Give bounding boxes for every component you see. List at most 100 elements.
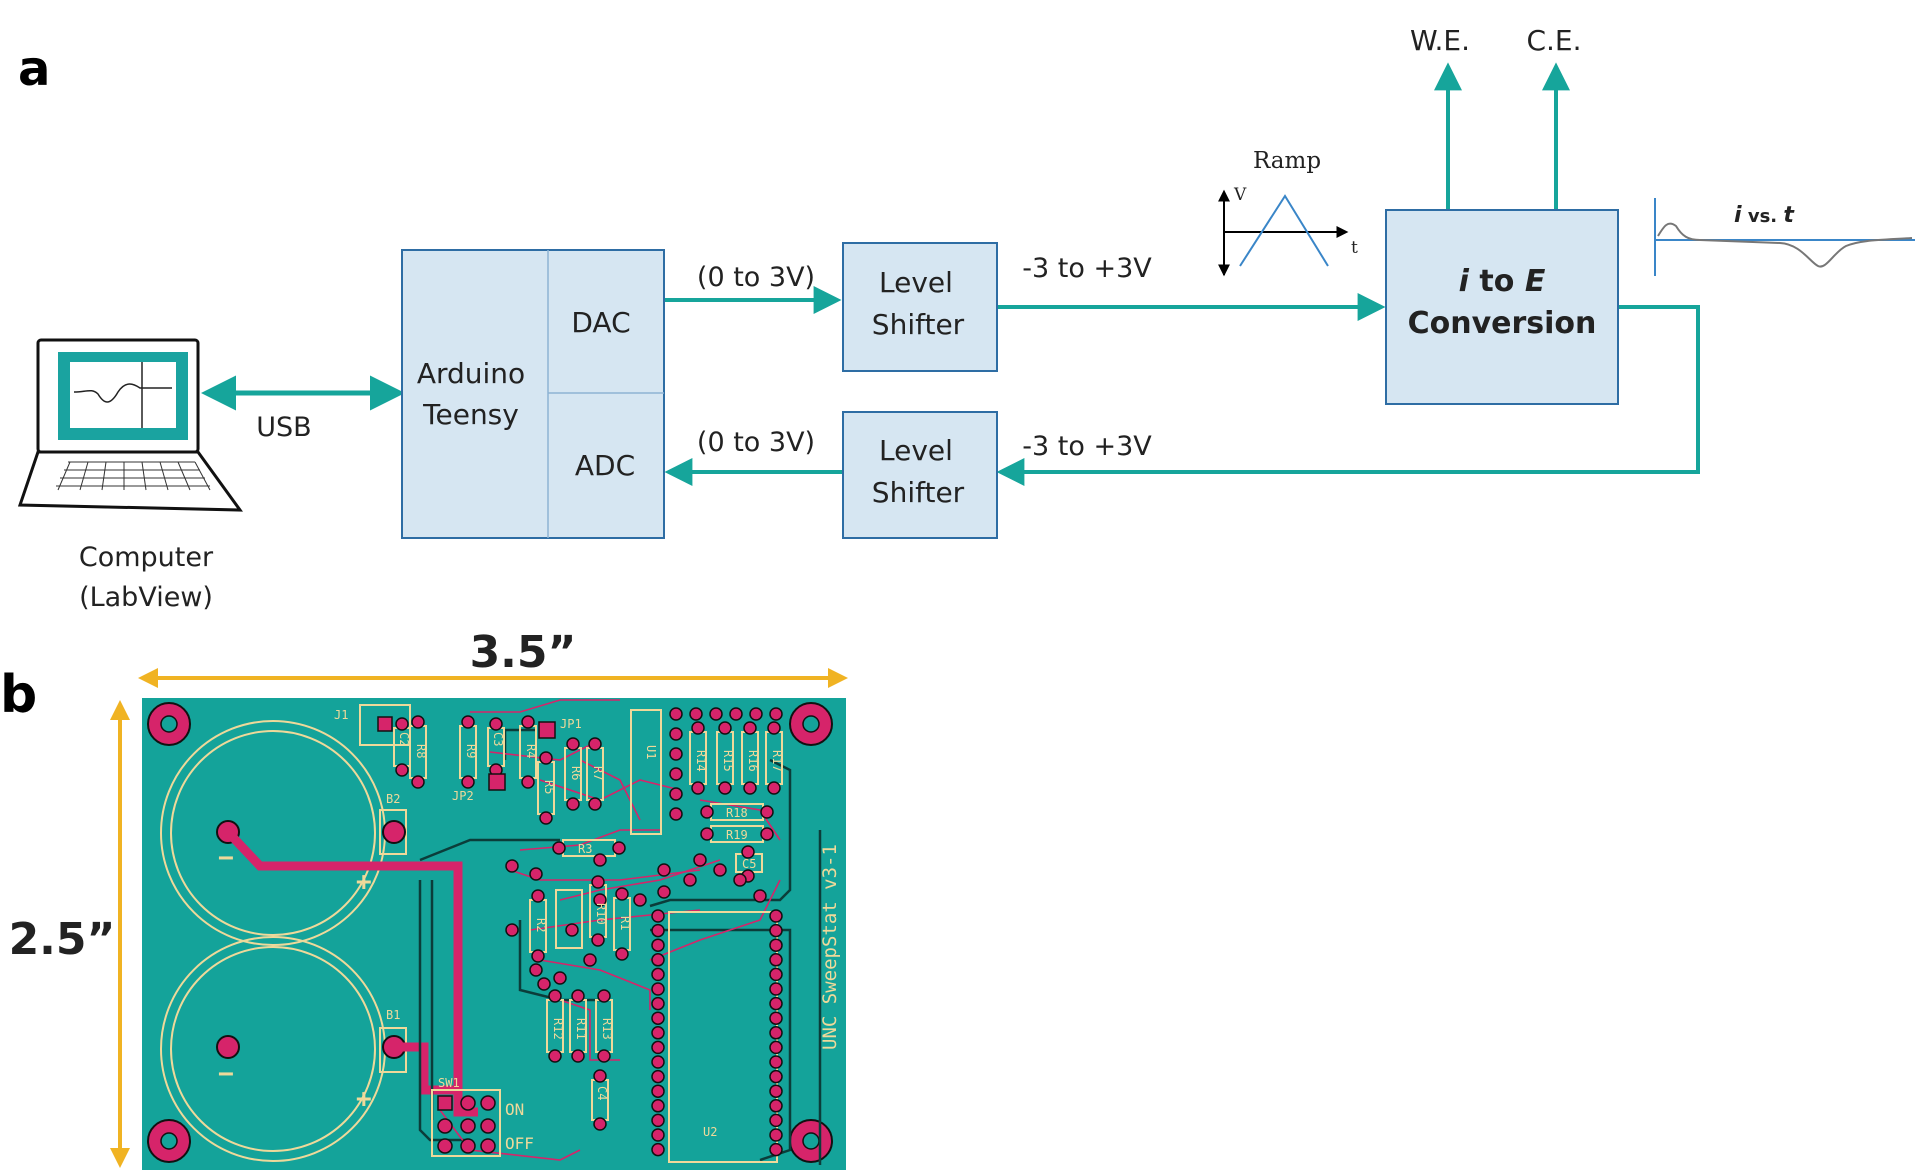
header-pad [729,707,743,721]
u2-pad-left [651,1026,665,1040]
component-pad [583,953,597,967]
panel-b: b 3.5” 2.5” [0,627,848,1170]
silk-ref-r2: R2 [534,918,548,932]
component-pad [593,1117,607,1131]
component-pad [760,827,774,841]
converter-i: i [1459,264,1470,299]
u2-pad-left [651,1055,665,1069]
ramp-waveform-icon [1218,189,1349,277]
u2-pad-right [769,923,783,938]
arduino-teensy-block [401,249,665,539]
pcb-board: J1 JP1 JP2 B2 B1 U1 U2 SW1 ON OFF UNC Sw… [142,698,846,1170]
u2-pad-right [769,1069,783,1084]
component-pad [531,949,545,963]
header-pad [769,707,783,721]
i-to-e-conversion-block [1385,209,1619,405]
silk-ref-c2: C2 [397,732,411,746]
silk-ref-r7: R7 [591,766,605,780]
converter-title-line2: Conversion [1408,306,1597,341]
silk-ref-r10: R10 [594,903,608,925]
u2-pad-left [651,982,665,996]
bipolar-out-label: -3 to +3V [1022,253,1152,284]
converter-to: to [1469,264,1525,299]
component-pad [700,827,714,841]
silk-ref-r8: R8 [414,744,428,758]
component-pad [691,781,705,795]
silk-ref-r5: R5 [542,780,556,794]
component-pad [531,889,545,903]
u2-pad-left [651,1084,665,1098]
component-pad [718,781,732,795]
ramp-title: Ramp [1253,148,1321,174]
silk-board-name: UNC SweepStat v3-1 [819,844,841,1050]
u2-pad-left [651,1128,665,1142]
header-pad [669,747,683,761]
level-shifter-bottom-line2: Shifter [872,476,965,509]
ce-label: C.E. [1526,24,1581,57]
u2-pad-right [769,953,783,967]
level-shifter-top [842,242,998,372]
component-pad [743,781,757,795]
u2-pad-left [651,967,665,982]
component-pad [691,721,705,735]
u2-pad-left [651,909,665,923]
u2-pad-right [769,909,783,923]
silk-ref-r4: R4 [524,744,538,758]
u2-pad-left [651,1142,665,1157]
bipolar-in-label: -3 to +3V [1022,431,1152,462]
u2-pad-left [651,938,665,952]
u1-outline [630,709,662,835]
component-pad [571,989,585,1003]
silk-ref-r18: R18 [726,806,748,820]
u2-pad-right [769,1142,783,1157]
ivst-i: i [1734,203,1742,228]
component-pad [548,1049,562,1063]
silk-sw1: SW1 [438,1076,460,1090]
component-pad [683,873,697,887]
level-shifter-bottom-line1: Level [879,434,953,467]
component-pad [588,737,602,751]
u2-pad-right [769,982,783,996]
u2-pad-right [769,1113,783,1128]
component-pad [591,875,605,889]
computer-label-line1: Computer [79,542,214,573]
component-pad [521,775,535,789]
component-pad [753,889,767,903]
component-pad [767,781,781,795]
component-pad [597,989,611,1003]
height-dimension-label: 2.5” [9,914,116,965]
dac-label: DAC [571,306,630,339]
component-pad [743,721,757,735]
component-pad [489,717,503,731]
u2-pad-left [651,1113,665,1128]
computer-label-line2: (LabView) [79,582,213,613]
current-trace-icon [1654,198,1915,276]
component-pad [395,717,409,731]
header-pad [709,707,723,721]
u2-pad-right [769,1040,783,1055]
component-pad [461,775,475,789]
header-pad [669,767,683,781]
mcu-label-line1: Arduino [417,357,525,390]
component-pad [733,873,747,887]
component-pad [713,863,727,877]
component-pad [548,989,562,1003]
component-pad [693,853,707,867]
silk-u2: U2 [703,1125,717,1139]
component-pad [593,1069,607,1083]
component-pad [537,977,551,991]
silk-b1-plus: + [356,1084,372,1114]
component-pad [566,737,580,751]
header-pad [669,727,683,741]
u2-pad-right [769,1055,783,1069]
silk-ref-r13: R13 [600,1018,614,1040]
component-pad [615,947,629,961]
component-pad [571,1049,585,1063]
ivst-vs: vs. [1742,206,1784,227]
panel-b-label: b [0,665,37,725]
converter-title-line1: i to E [1459,264,1546,299]
component-pad [539,811,553,825]
ramp-x-axis-label: t [1351,238,1358,258]
silk-b2-plus: + [356,867,372,897]
silk-b2: B2 [386,792,400,806]
